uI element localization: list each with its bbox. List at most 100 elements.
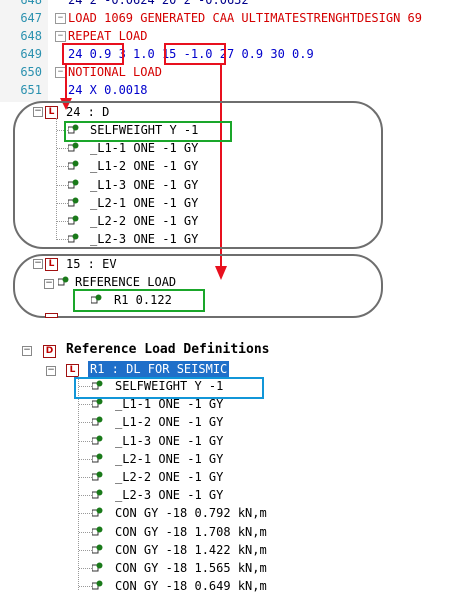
tree-node-load-item[interactable]: CON GY -18 1.708 kN,m: [115, 524, 267, 539]
line-number-gutter: [0, 0, 48, 102]
load-item-icon: [68, 160, 79, 170]
highlight-box-red: [164, 43, 226, 65]
code-editor[interactable]: 648 24 2 -0.0624 20 2 -0.0632 647 − LOAD…: [0, 0, 461, 102]
tree-node-r1[interactable]: R1 0.122: [114, 293, 172, 307]
tree-guide: [79, 513, 92, 515]
tree-node-load-item[interactable]: _L1-2 ONE -1 GY: [115, 415, 224, 430]
fold-collapse-icon[interactable]: −: [55, 31, 66, 42]
tree-node-load-item[interactable]: CON GY -18 0.649 kN,m: [115, 579, 267, 594]
tree-node-load-item[interactable]: _L1-3 ONE -1 GY: [90, 177, 199, 192]
tree-guide: [79, 586, 92, 588]
code-line[interactable]: 24 X 0.0018: [68, 83, 148, 97]
line-number: 648: [20, 29, 42, 43]
tree-node-reference-load[interactable]: REFERENCE LOAD: [75, 275, 177, 289]
line-number: 651: [20, 83, 42, 97]
load-item-icon: [92, 507, 103, 517]
load-item-icon: [92, 489, 103, 499]
definitions-icon: D: [43, 345, 56, 358]
tree-node-load-item[interactable]: _L2-2 ONE -1 GY: [115, 470, 224, 484]
tree-node-r1-dl-for-seismic[interactable]: R1 : DL FOR SEISMIC: [88, 361, 230, 377]
load-item-icon: [68, 197, 79, 207]
tree-node-load-item[interactable]: _L2-3 ONE -1 GY: [115, 488, 224, 503]
tree-guide: [57, 239, 68, 241]
group-outline: [13, 101, 383, 249]
tree-node-load-item[interactable]: CON GY -18 1.565 kN,m: [115, 561, 267, 575]
load-case-icon: [45, 313, 58, 318]
tree-guide: [79, 549, 92, 551]
code-segment: 24 0.9: [68, 47, 112, 61]
group-outline: [13, 254, 383, 318]
tree-node-load-item[interactable]: SELFWEIGHT Y -1: [90, 123, 199, 137]
tree-guide: [79, 404, 92, 406]
line-number: 647: [20, 11, 42, 25]
load-item-icon: [92, 544, 103, 554]
load-item-icon: [68, 179, 79, 189]
load-case-icon: L: [45, 106, 58, 119]
load-item-icon: [92, 435, 103, 445]
tree-guide: [79, 440, 92, 442]
tree-guide: [79, 386, 92, 387]
load-item-icon: [92, 398, 103, 408]
load-case-icon: L: [66, 364, 79, 377]
line-number: 649: [20, 47, 42, 61]
line-number: 650: [20, 65, 42, 79]
load-item-icon: [68, 215, 79, 225]
tree-guide: [57, 148, 68, 150]
expand-collapse-icon[interactable]: −: [22, 345, 32, 356]
tree-node-load-item[interactable]: _L1-1 ONE -1 GY: [115, 397, 224, 412]
load-case-icon: L: [45, 258, 58, 271]
tree-guide: [79, 495, 92, 497]
tree-guide: [79, 458, 92, 460]
load-item-icon: [68, 233, 79, 243]
tree-node-load-item[interactable]: _L2-1 ONE -1 GY: [115, 451, 224, 466]
tree-guide: [79, 477, 92, 478]
tree-node-load-item[interactable]: _L1-2 ONE -1 GY: [90, 159, 199, 174]
tree-node-load-item[interactable]: _L1-3 ONE -1 GY: [115, 433, 224, 448]
load-item-icon: [92, 380, 103, 390]
tree-guide: [57, 184, 68, 186]
tree-guide: [79, 568, 92, 569]
load-item-icon: [92, 453, 103, 463]
load-item-icon: [68, 142, 79, 152]
load-item-icon: [92, 562, 103, 572]
tree-node-load-item[interactable]: CON GY -18 0.792 kN,m: [115, 506, 267, 521]
highlight-box-green: [64, 121, 232, 142]
tree-node-load-item[interactable]: CON GY -18 1.422 kN,m: [115, 542, 267, 557]
code-line[interactable]: 24 2 -0.0624 20 2 -0.0632: [68, 0, 249, 7]
tree-guide: [57, 166, 68, 168]
tree-guide: [56, 118, 57, 240]
fold-collapse-icon[interactable]: −: [55, 13, 66, 24]
tree-guide: [57, 130, 68, 131]
tree-node-reference-load-definitions[interactable]: Reference Load Definitions: [66, 342, 270, 357]
tree-guide: [79, 531, 92, 533]
code-line[interactable]: LOAD 1069 GENERATED CAA ULTIMATESTRENGHT…: [68, 11, 423, 25]
load-item-icon: [68, 124, 79, 134]
code-segment: 27 0.9 30 0.9: [219, 47, 314, 61]
expand-collapse-icon[interactable]: −: [46, 365, 56, 376]
tree-node-load-item[interactable]: SELFWEIGHT Y -1: [115, 379, 224, 393]
tree-node-load-item[interactable]: _L2-2 ONE -1 GY: [90, 214, 199, 228]
tree-node-load-item[interactable]: _L2-3 ONE -1 GY: [90, 232, 199, 247]
tree-guide: [79, 422, 92, 424]
line-number: 648: [20, 0, 42, 7]
code-line[interactable]: REPEAT LOAD: [68, 29, 148, 43]
tree-guide: [57, 202, 68, 204]
highlight-box-green: [73, 289, 205, 312]
load-item-icon: [92, 471, 103, 481]
code-line[interactable]: 24 0.9 3 1.0 15 -1.0 27 0.9 30 0.9: [68, 45, 314, 63]
tree-guide: [57, 221, 68, 222]
expand-collapse-icon[interactable]: −: [44, 278, 54, 289]
tree-guide: [78, 376, 79, 590]
load-item-icon: [92, 526, 103, 536]
load-item-icon: [91, 294, 102, 304]
code-line[interactable]: NOTIONAL LOAD: [68, 65, 162, 79]
highlight-box-red: [62, 43, 124, 65]
tree-node-load-24[interactable]: 24 : D: [66, 105, 110, 119]
load-item-icon: [92, 580, 103, 590]
tree-node-load-item[interactable]: _L1-1 ONE -1 GY: [90, 141, 199, 156]
load-item-icon: [92, 416, 103, 426]
tree-node-load-item[interactable]: _L2-1 ONE -1 GY: [90, 195, 199, 210]
tree-node-load-15[interactable]: 15 : EV: [66, 257, 117, 271]
load-item-icon: [58, 276, 69, 286]
highlight-box-blue: [74, 377, 264, 399]
